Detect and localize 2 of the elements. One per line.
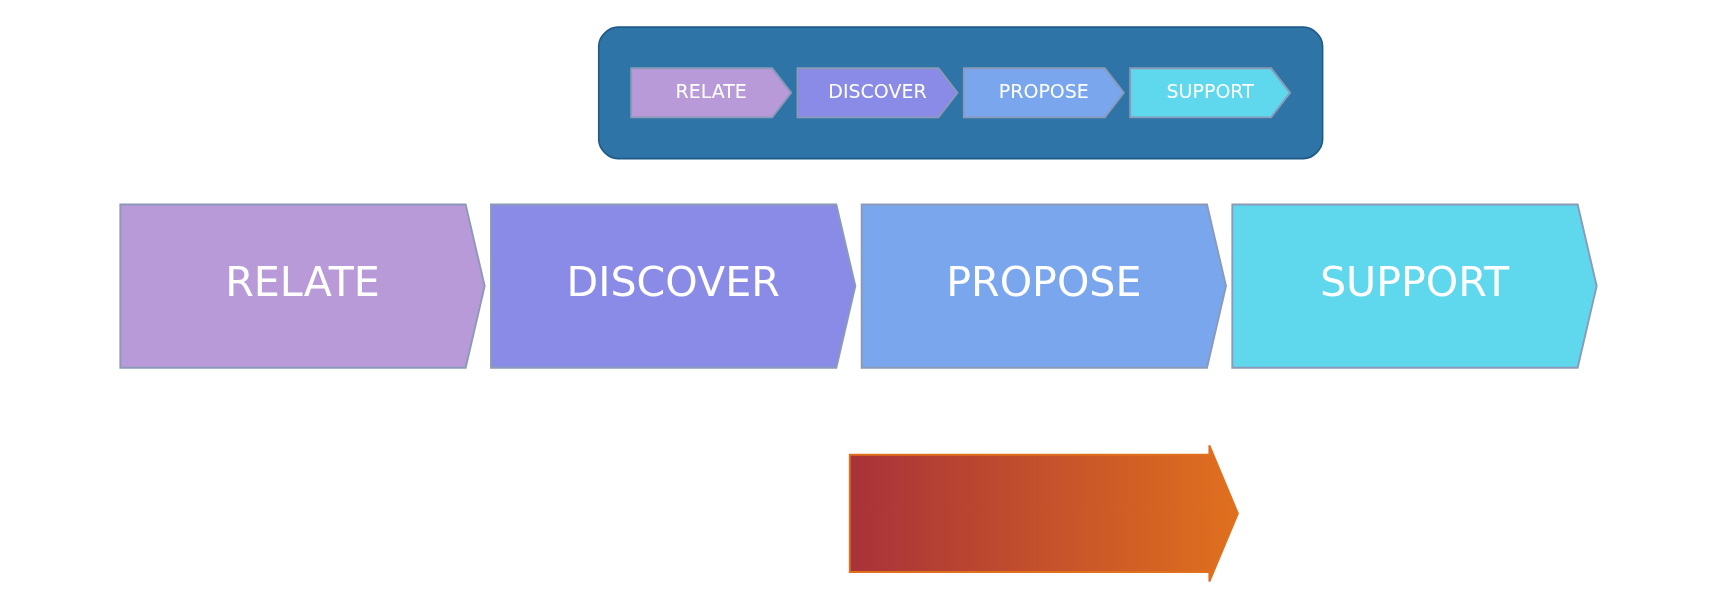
node-arrow (848, 444, 1239, 583)
cluster (597, 26, 1323, 160)
